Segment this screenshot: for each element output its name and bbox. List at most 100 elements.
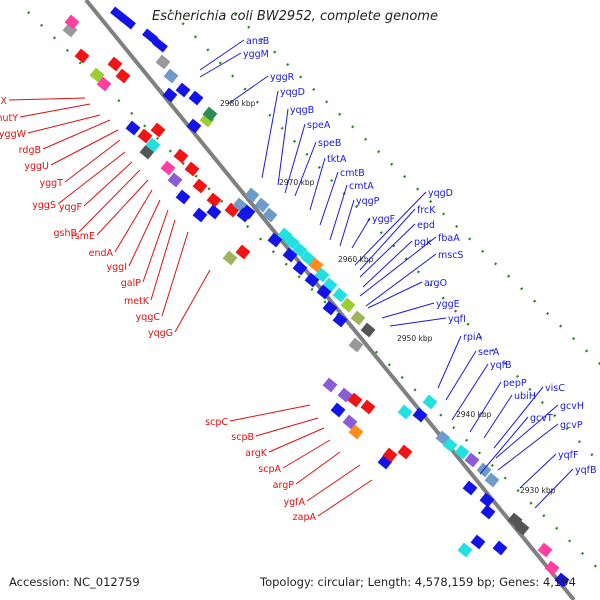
accession-text: Accession: NC_012759 — [9, 575, 140, 589]
gene-label: yggE — [436, 299, 460, 310]
gene-leader-line — [317, 479, 373, 517]
gene-feature — [163, 68, 179, 84]
gene-feature — [206, 204, 222, 220]
gene-label: metK — [124, 296, 150, 307]
gene-leader-line — [295, 451, 341, 485]
gene-feature — [322, 277, 338, 293]
genome-backbone — [84, 0, 576, 600]
gene-leader-line — [359, 223, 416, 278]
gene-label: argP — [273, 480, 295, 491]
gene-label: serA — [478, 347, 500, 358]
gene-leader-line — [483, 394, 513, 439]
gene-feature — [464, 452, 480, 468]
gene-label: rpiA — [463, 332, 483, 343]
gene-feature — [262, 207, 278, 223]
gene-feature — [145, 137, 161, 153]
gene-label: scpC — [205, 417, 228, 428]
gene-feature — [184, 161, 200, 177]
gene-feature — [284, 234, 300, 250]
gene-leader-line — [306, 464, 361, 502]
gene-feature — [152, 37, 168, 53]
gene-feature — [235, 244, 251, 260]
gene-label: gcvT — [530, 413, 553, 424]
gene-label: yqfI — [448, 314, 466, 325]
gene-feature — [62, 22, 78, 38]
gene-label: zapA — [293, 512, 317, 523]
gene-label: rdgB — [19, 145, 41, 156]
kbp-label: 2930 kbp — [520, 486, 556, 495]
gene-feature — [322, 300, 338, 316]
gene-leader-line — [329, 184, 348, 241]
gene-leader-line — [128, 199, 161, 267]
kbp-label: 2940 kbp — [456, 410, 492, 419]
gene-feature — [348, 424, 364, 440]
gene-feature — [382, 447, 398, 463]
gene-feature — [480, 504, 496, 520]
gene-leader-line — [83, 161, 133, 207]
gene-leader-line — [389, 317, 447, 327]
gene-feature — [554, 572, 570, 588]
gene-feature — [267, 232, 283, 248]
gene-leader-line — [294, 141, 317, 197]
gene-feature — [202, 106, 218, 122]
gene-label: mscS — [438, 250, 463, 261]
gene-label: galP — [121, 278, 141, 289]
gene-feature — [442, 437, 458, 453]
gene-label: endA — [89, 248, 114, 259]
gene-leader-line — [255, 417, 319, 437]
gene-feature — [206, 192, 222, 208]
gene-feature — [199, 112, 215, 128]
gene-leader-line — [359, 208, 416, 271]
gene-leader-line — [309, 157, 326, 211]
gene-label: tktA — [327, 154, 347, 165]
gene-feature — [192, 207, 208, 223]
gene-leader-line — [78, 169, 141, 233]
gene-label: yqgB — [290, 105, 314, 116]
gene-feature — [188, 90, 204, 106]
gene-feature — [479, 492, 495, 508]
kbp-label: 2950 kbp — [397, 334, 433, 343]
gene-feature — [125, 120, 141, 136]
gene-feature — [89, 67, 105, 83]
gene-feature — [537, 542, 553, 558]
gene-label: pgk — [414, 237, 432, 248]
gene-label: yggI — [107, 262, 127, 273]
gene-feature — [139, 144, 155, 160]
topology-text: Topology: circular; Length: 4,578,159 bp… — [260, 575, 576, 589]
gene-leader-line — [319, 171, 339, 226]
gene-label: gcvH — [560, 401, 584, 412]
kbp-label: 2960 kbp — [338, 255, 374, 264]
gene-feature — [332, 312, 348, 328]
gene-label: yqfF — [558, 450, 578, 461]
gene-leader-line — [27, 114, 101, 134]
gene-label: gshB — [53, 228, 77, 239]
gene-feature — [492, 540, 508, 556]
gene-label: ubiH — [514, 391, 536, 402]
gene-leader-line — [493, 386, 544, 449]
gene-leader-line — [57, 151, 126, 205]
gene-label: yggT — [40, 178, 64, 189]
gene-feature — [186, 118, 202, 134]
gene-leader-line — [284, 123, 306, 194]
gene-feature — [224, 202, 240, 218]
gene-feature — [348, 337, 364, 353]
gene-leader-line — [96, 179, 149, 236]
gene-leader-line — [268, 427, 325, 453]
kbp-label: 2970 kbp — [279, 178, 315, 187]
kbp-label: 2980 kbp — [220, 99, 256, 108]
gene-feature — [314, 267, 330, 283]
gene-feature — [175, 82, 191, 98]
gene-label: mutY — [0, 113, 18, 124]
gene-feature — [484, 472, 500, 488]
gene-leader-line — [150, 219, 176, 301]
gene-feature — [160, 160, 176, 176]
gene-feature — [422, 394, 438, 410]
gene-leader-line — [64, 139, 121, 183]
gene-feature — [115, 68, 131, 84]
gene-leader-line — [365, 253, 437, 307]
gene-leader-line — [142, 209, 169, 283]
gene-label: fbaA — [438, 233, 460, 244]
gene-label: yggM — [243, 49, 269, 60]
gene-feature — [457, 542, 473, 558]
